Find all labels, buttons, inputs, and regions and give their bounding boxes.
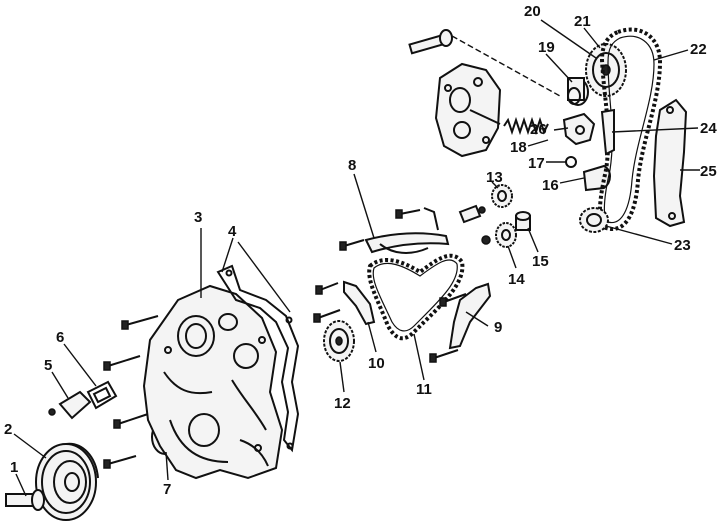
callout-26: 26	[530, 121, 547, 138]
callout-6: 6	[56, 329, 64, 346]
callout-12: 12	[334, 395, 351, 412]
upper-tensioner-bracket	[562, 112, 596, 146]
callout-23: 23	[674, 237, 691, 254]
camshaft-housing	[434, 62, 502, 158]
callout-8: 8	[348, 157, 356, 174]
upper-chain-guide	[339, 207, 450, 254]
callout-17: 17	[528, 155, 545, 172]
idler-sprocket	[458, 184, 513, 224]
intermediate-sprocket	[579, 207, 609, 233]
tensioner-bolts	[313, 282, 341, 323]
callout-19: 19	[538, 39, 555, 56]
sprocket-shaft	[515, 211, 531, 231]
callout-4: 4	[228, 223, 237, 240]
callout-3: 3	[194, 209, 202, 226]
cover-bolts	[48, 315, 159, 469]
callout-2: 2	[4, 421, 12, 438]
callout-9: 9	[494, 319, 502, 336]
lower-timing-chain	[367, 253, 465, 341]
crankshaft-sprocket	[323, 320, 355, 362]
callout-14: 14	[508, 271, 525, 288]
callout-18: 18	[510, 139, 527, 156]
cover-plate-gasket	[86, 380, 118, 410]
timing-cover	[142, 284, 284, 480]
tensioner-spring	[503, 116, 549, 136]
callout-13: 13	[486, 169, 503, 186]
tensioner-plunger	[582, 164, 611, 192]
callout-11: 11	[416, 381, 432, 398]
leader-lines	[13, 19, 700, 497]
camshaft-hub	[567, 77, 589, 106]
callout-16: 16	[542, 177, 559, 194]
callout-1: 1	[10, 459, 18, 476]
tensioner-washer	[565, 156, 577, 168]
lower-chain-tensioner	[343, 280, 376, 326]
tensioner-rail	[652, 98, 688, 228]
callout-5: 5	[44, 357, 52, 374]
callout-7: 7	[163, 481, 171, 498]
lower-chain-guide	[429, 282, 492, 363]
callout-10: 10	[368, 355, 385, 372]
callout-15: 15	[532, 253, 549, 270]
callout-22: 22	[690, 41, 707, 58]
camshaft-bolt	[408, 29, 561, 97]
pulley-bolt	[5, 489, 45, 511]
callout-24: 24	[700, 120, 717, 137]
callout-21: 21	[574, 13, 591, 30]
callout-25: 25	[700, 163, 717, 180]
chain-guide-rail	[600, 108, 615, 156]
callout-labels: 1 2 3 4 5 6 7 8 9 10 11 12 13 14 15 16 1…	[4, 3, 717, 498]
callout-20: 20	[524, 3, 541, 20]
auxiliary-sprocket	[481, 222, 517, 248]
cover-plate	[58, 390, 92, 420]
crankshaft-pulley	[35, 442, 99, 521]
cover-gasket	[216, 264, 300, 453]
